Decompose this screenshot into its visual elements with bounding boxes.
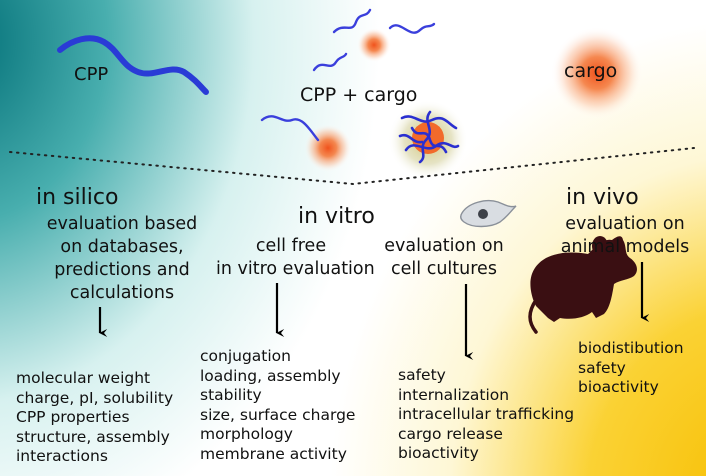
list-item: membrane activity <box>200 444 347 463</box>
list-item: interactions <box>16 447 108 466</box>
list-item: morphology <box>200 425 293 444</box>
cpp-strand-icon <box>312 52 348 72</box>
in-silico-list: molecular weight charge, pI, solubility … <box>16 369 173 467</box>
list-item: safety <box>398 366 446 384</box>
cpp-peptide-icon <box>57 35 209 95</box>
cpp-label: CPP <box>74 64 109 85</box>
list-item: cargo release <box>398 424 503 443</box>
list-item: CPP properties <box>16 408 130 427</box>
in-silico-subtitle: evaluation based on databases, predictio… <box>46 214 198 303</box>
list-item: structure, assembly <box>16 427 170 446</box>
cell-free-list: conjugation loading, assembly stability … <box>200 347 355 465</box>
in-vivo-list: biodistibution safety bioactivity <box>578 339 684 398</box>
complex-strands-icon <box>398 110 460 164</box>
list-item: charge, pI, solubility <box>16 388 174 407</box>
list-item: bioactivity <box>398 444 479 463</box>
list-item: biodistibution <box>578 339 684 357</box>
cell-icon <box>459 199 517 228</box>
list-item: internalization <box>398 385 510 404</box>
mouse-icon <box>528 236 637 334</box>
list-item: molecular weight <box>16 369 151 387</box>
list-item: intracellular trafficking <box>398 405 575 424</box>
cell-free-subtitle: cell free in vitro evaluation <box>216 236 375 279</box>
cpp-strand-icon <box>388 22 436 34</box>
in-silico-title: in silico <box>36 185 119 210</box>
cell-cultures-subtitle: evaluation on cell cultures <box>384 236 504 279</box>
list-item: conjugation <box>200 347 291 365</box>
cpp-strand-icon <box>260 115 320 142</box>
cpp-cargo-label: CPP + cargo <box>300 84 418 106</box>
cpp-strand-icon <box>332 8 372 34</box>
in-vivo-subtitle: evaluation on animal models <box>560 214 690 257</box>
list-item: size, surface charge <box>200 405 356 424</box>
cargo-sphere-icon <box>551 27 643 119</box>
cargo-label: cargo <box>564 60 618 82</box>
list-item: bioactivity <box>578 378 659 397</box>
cargo-small-icon <box>357 28 391 62</box>
in-vitro-title: in vitro <box>298 204 375 229</box>
list-item: loading, assembly <box>200 366 341 385</box>
in-vivo-title: in vivo <box>566 185 639 210</box>
dotted-divider <box>9 147 695 186</box>
list-item: stability <box>200 386 262 405</box>
cell-cultures-list: safety internalization intracellular tra… <box>398 366 574 464</box>
list-item: safety <box>578 358 626 377</box>
